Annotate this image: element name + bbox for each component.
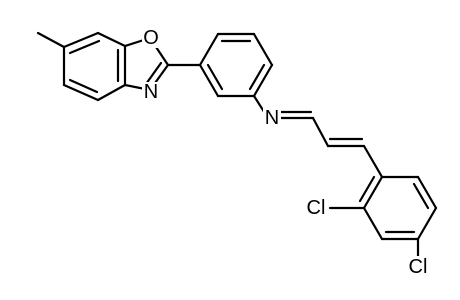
- bond-dcp-4: [416, 206, 438, 241]
- bond-benz-2: [96, 31, 127, 48]
- atom-label-ring-nitrogen: N: [144, 81, 158, 103]
- bond-benz-5-inner: [68, 78, 99, 94]
- bond-chain: [311, 116, 330, 148]
- bond-benz-1-inner: [68, 39, 101, 55]
- atom-label-imine-nitrogen: N: [265, 107, 279, 129]
- bond-dcp-5-inner: [412, 182, 430, 210]
- bond-dcp-1: [362, 175, 384, 210]
- bond-benz-4: [96, 83, 127, 102]
- atom-label-layer: O N N Cl Cl: [142, 27, 431, 278]
- bond-layer: [36, 31, 438, 260]
- bond-c2-n-inner: [144, 61, 163, 86]
- bond-ph-4-inner: [248, 63, 266, 91]
- bond-benz-5: [62, 83, 100, 102]
- atom-label-chlorine-ortho: Cl: [307, 197, 326, 219]
- bond-dcp-5: [416, 175, 438, 210]
- bond-ph-6: [198, 63, 220, 98]
- bond-ph-6-inner: [206, 63, 224, 91]
- bond-ph-4: [252, 63, 274, 98]
- atom-label-oxygen: O: [143, 27, 159, 49]
- bond-benz-1: [62, 31, 100, 49]
- bond-ph-1: [198, 32, 220, 67]
- atom-label-chlorine-para: Cl: [409, 256, 428, 278]
- bond-ph-3: [252, 32, 274, 67]
- bond-alkene-aryl: [362, 144, 384, 179]
- bond-dcp-2: [362, 206, 384, 241]
- bond-dcp-1-inner: [358, 175, 376, 203]
- bond-methyl: [36, 31, 66, 49]
